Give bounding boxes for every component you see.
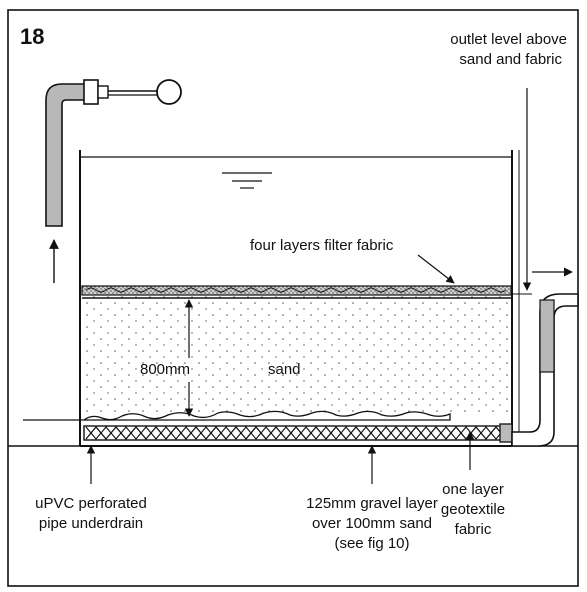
geotextile-label-line2: geotextile [441,501,505,518]
gravel-label-line1: 125mm gravel layer [306,495,438,512]
outlet-pipe [511,293,579,447]
gravel-label-line2: over 100mm sand [312,515,432,532]
sand-bed [82,296,511,414]
figure-number: 18 [20,24,44,49]
underdrain-label-line1: uPVC perforated [35,495,147,512]
water-level-symbol [222,172,272,189]
gravel-layer [23,410,513,443]
tank [79,150,520,447]
outlet-label-line2: sand and fabric [459,51,562,68]
underdrain-label-line2: pipe underdrain [39,515,143,532]
filter-fabric-arrow [417,254,455,284]
filter-fabric-band [81,285,512,299]
depth-label: 800mm [140,361,190,378]
sand-label: sand [268,361,301,378]
filter-fabric-label: four layers filter fabric [250,237,394,254]
geotextile-label-line3: fabric [455,521,492,538]
inlet-pipe [45,79,158,227]
outlet-label-line1: outlet level above [450,31,567,48]
float-valve-icon [156,79,182,105]
geotextile-label-line1: one layer [442,481,504,498]
gravel-label-line3: (see fig 10) [334,535,409,552]
